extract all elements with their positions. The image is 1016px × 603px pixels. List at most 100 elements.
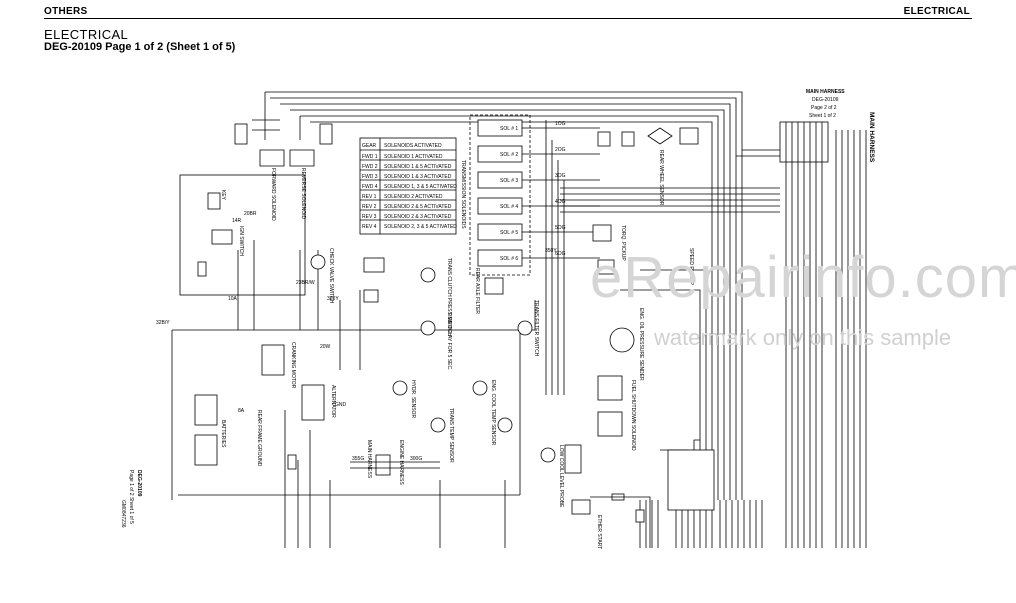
table-cell: SOLENOID 1 ACTIVATED xyxy=(384,154,443,160)
trans-clutch-label: TRANS CLUTCH PRESS SWITCH xyxy=(446,258,452,336)
wire-label: 10A xyxy=(228,296,238,302)
wire-label: 6OG xyxy=(555,251,566,257)
page-subtitle: DEG-20109 Page 1 of 2 (Sheet 1 of 5) xyxy=(44,41,236,53)
harness-ref-line2: DEG-20109 xyxy=(812,97,839,103)
table-cell: SOLENOID 2, 3 & 5 ACTIVATED xyxy=(384,224,457,230)
table-cell: FWD 1 xyxy=(362,154,378,160)
top-wire-bundle xyxy=(252,91,743,500)
trans-temp-label: TRANS TEMP SENSOR xyxy=(448,408,454,463)
wire-label: 20W xyxy=(320,344,331,350)
wire-label: 14R xyxy=(232,218,242,224)
header-section-label: OTHERS xyxy=(44,6,88,17)
ign-switch-label: IGN SWITCH xyxy=(238,226,244,256)
wire-label: 20BR xyxy=(244,211,257,217)
table-cell: REV 4 xyxy=(362,224,377,230)
solenoid-table: GEAR SOLENOIDS ACTIVATED FWD 1 SOLENOID … xyxy=(359,137,466,235)
solenoid-label: SOL # 6 xyxy=(500,256,518,262)
rear-wheel-sensor-label: REAR WHEEL SENSOR xyxy=(658,150,664,206)
table-header-solenoids: SOLENOIDS ACTIVATED xyxy=(384,143,442,149)
harness-ref-line1: MAIN HARNESS xyxy=(806,89,845,95)
main-harness-connector xyxy=(700,121,867,548)
table-cell: FWD 3 xyxy=(362,174,378,180)
harness-reference: MAIN HARNESS DEG-20109 Page 2 of 2 Sheet… xyxy=(806,89,875,163)
eng-oil-sender-label: ENG. OIL PRESSURE SENDER xyxy=(638,308,644,381)
table-cell: REV 1 xyxy=(362,194,377,200)
fuel-shutdown-label: FUEL SHUTDOWN SOLENOID xyxy=(630,380,636,451)
table-cell: REV 3 xyxy=(362,214,377,220)
sheet-note-line2: Page 1 of 2 Sheet 1 of 5 xyxy=(128,470,134,524)
speed-pickup-label: SPEED PICKUP xyxy=(688,248,694,286)
wire-label: 355G xyxy=(352,456,364,462)
sheet-note: DEG-20109 Page 1 of 2 Sheet 1 of 5 GM084… xyxy=(120,470,142,528)
main-harness-label: MAIN HARNESS xyxy=(366,440,372,479)
wire-label: 23BR/W xyxy=(296,280,315,286)
time-delay-label: TIME DELAY FOR 5 SEC. xyxy=(446,312,452,370)
eng-cool-temp-label: ENG. COOL TEMP SENSOR xyxy=(490,380,496,446)
solenoid-label: SOL # 2 xyxy=(500,152,518,158)
table-header-gear: GEAR xyxy=(362,143,377,149)
table-cell: SOLENOID 1, 3 & 5 ACTIVATED xyxy=(384,184,457,190)
solenoid-label: SOL # 5 xyxy=(500,230,518,236)
low-coolant-label: LOW COOL LEVEL PROBE xyxy=(558,445,564,508)
main-left-wiring xyxy=(171,120,565,548)
wire-labels: 20BR 23BR/W 320Y 32B/Y GND 8A 10A 20W 35… xyxy=(156,211,557,414)
hydr-sensor-label: HYDR. SENSOR xyxy=(410,380,416,418)
check-valve-label: CHECK VALVE SWITCH xyxy=(328,248,334,304)
watermark-subtext: watermark only on this sample xyxy=(654,325,952,350)
rev-solenoid-label: REVERSE SOLENOID xyxy=(300,168,306,220)
rear-wheel-sensor: REAR WHEEL SENSOR xyxy=(597,127,699,206)
wire-label: 3OG xyxy=(555,173,566,179)
wire-label: 32B/Y xyxy=(156,320,170,326)
engine-harness-connector: MAIN HARNESS ENGINE HARNESS 355G 300G xyxy=(350,440,440,485)
header-category-label: ELECTRICAL xyxy=(903,6,970,17)
fuel-and-speed-components: TORQ. PICKUP SPEED PICKUP ENG. OIL PRESS… xyxy=(592,224,694,451)
table-cell: SOLENOID 2 ACTIVATED xyxy=(384,194,443,200)
rear-axle-label: REAR AXLE FILTER xyxy=(474,268,480,314)
table-cell: FWD 4 xyxy=(362,184,378,190)
ether-start-label: ETHER START xyxy=(596,515,602,549)
starting-system: CRANKING MOTOR ALTERNATOR BATTERIES REAR… xyxy=(194,342,336,470)
wire-label: 2OG xyxy=(555,147,566,153)
table-cell: SOLENOID 2 & 5 ACTIVATED xyxy=(384,204,452,210)
header-rule xyxy=(44,18,972,19)
cranking-motor-label: CRANKING MOTOR xyxy=(290,342,296,389)
trans-filter-label: TRANS FILTER SWITCH xyxy=(533,300,539,357)
table-side-title: TRANSMISSION SOLENOIDS xyxy=(460,160,466,229)
wire-label: 8A xyxy=(238,408,245,414)
page-title: ELECTRICAL xyxy=(44,27,129,42)
alternator-label: ALTERNATOR xyxy=(330,385,336,418)
check-valve-switch: CHECK VALVE SWITCH TRANS CLUTCH PRESS SW… xyxy=(310,248,539,370)
engine-harness-label: ENGINE HARNESS xyxy=(398,440,404,485)
solenoid-label: SOL # 4 xyxy=(500,204,518,210)
wire-label: GND xyxy=(335,402,347,408)
harness-ref-line4: Sheet 1 of 2 xyxy=(809,113,836,119)
sheet-note-line1: DEG-20109 xyxy=(136,470,142,497)
solenoid-label: SOL # 1 xyxy=(500,126,518,132)
watermark-text: eRepairinfo.com xyxy=(590,245,1016,310)
wire-label: 4OG xyxy=(555,199,566,205)
engine-sensors: HYDR. SENSOR TRANS TEMP SENSOR ENG. COOL… xyxy=(392,380,582,508)
bottom-connector-bank xyxy=(639,449,763,548)
sheet-note-line3: GM0847236 xyxy=(120,500,126,528)
table-cell: SOLENOID 1 & 5 ACTIVATED xyxy=(384,164,452,170)
harness-ref-line3: Page 2 of 2 xyxy=(811,105,837,111)
torque-pickup-label: TORQ. PICKUP xyxy=(620,225,626,261)
table-cell: SOLENOID 2 & 3 ACTIVATED xyxy=(384,214,452,220)
ether-start: ETHER START xyxy=(571,493,651,549)
wire-label: 350Y xyxy=(545,248,557,254)
rear-frame-ground-label: REAR FRAME GROUND xyxy=(256,410,262,467)
main-harness-vertical-label: MAIN HARNESS xyxy=(868,112,875,163)
wire-label: 5OG xyxy=(555,225,566,231)
fwd-rev-solenoids: FORWARD SOLENOID REVERSE SOLENOID xyxy=(234,123,333,221)
table-cell: REV 2 xyxy=(362,204,377,210)
fwd-solenoid-label: FORWARD SOLENOID xyxy=(270,168,276,221)
key-label: KEY xyxy=(220,190,226,201)
wire-label: 300G xyxy=(410,456,422,462)
wire-label: 1OG xyxy=(555,121,566,127)
solenoid-label: SOL # 3 xyxy=(500,178,518,184)
solenoid-bank: SOL # 1 SOL # 2 SOL # 3 SOL # 4 SOL # 5 … xyxy=(469,114,600,276)
wire-label: 320Y xyxy=(327,296,339,302)
ignition-switch: IGN SWITCH KEY 14R xyxy=(179,174,306,296)
